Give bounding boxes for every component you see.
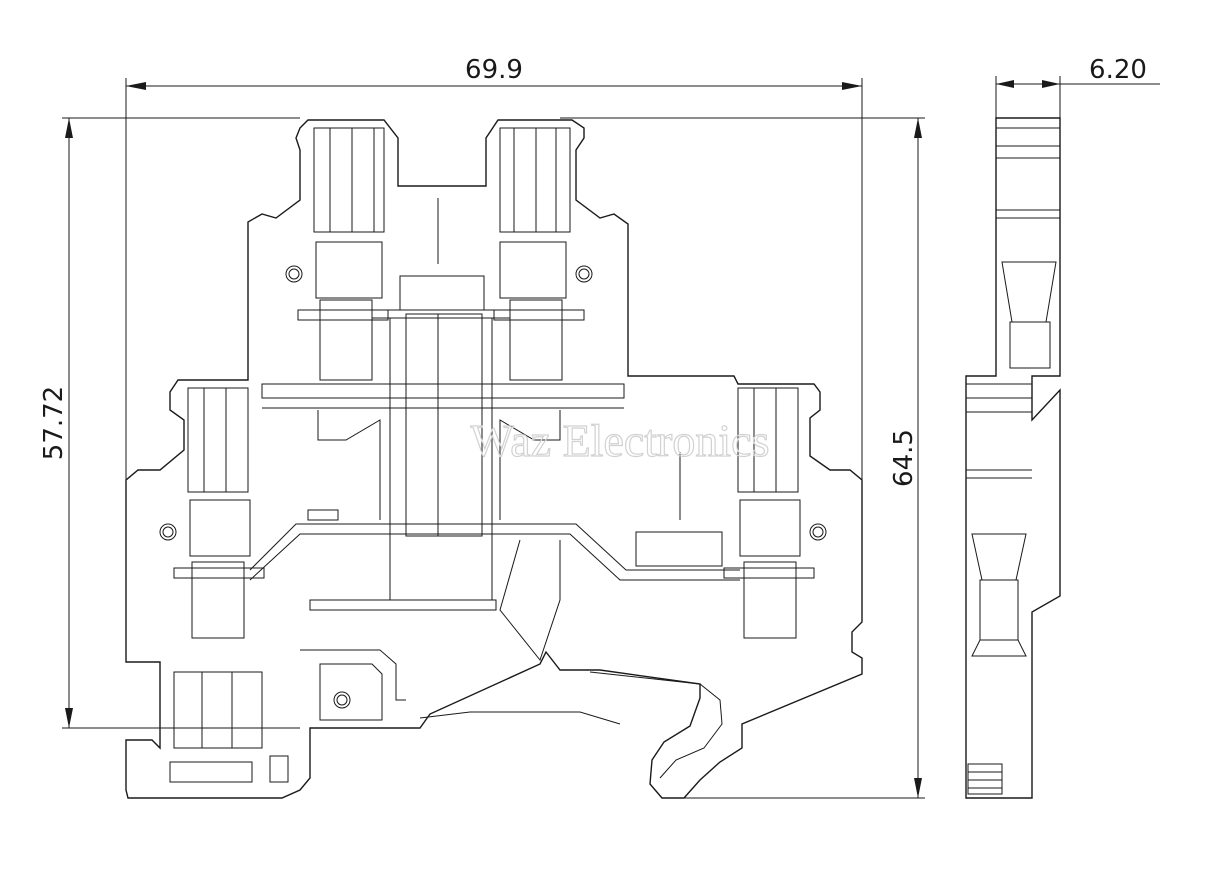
dimension-width-label: 69.9 — [465, 55, 523, 85]
dimension-total-height: 64.5 — [560, 117, 925, 799]
dimension-total-height-label: 64.5 — [889, 429, 919, 487]
dimension-body-height-label: 57.72 — [39, 386, 69, 460]
front-view — [125, 119, 863, 799]
side-view — [965, 117, 1061, 799]
housing-outline — [125, 119, 863, 799]
dimension-thickness-label: 6.20 — [1089, 55, 1147, 85]
dimension-body-height: 57.72 — [39, 117, 300, 729]
dimension-width: 69.9 — [125, 55, 863, 480]
watermark-text: Waz Electronics — [471, 415, 770, 466]
dimension-thickness: 6.20 — [995, 55, 1160, 120]
side-view-outline — [965, 117, 1061, 799]
